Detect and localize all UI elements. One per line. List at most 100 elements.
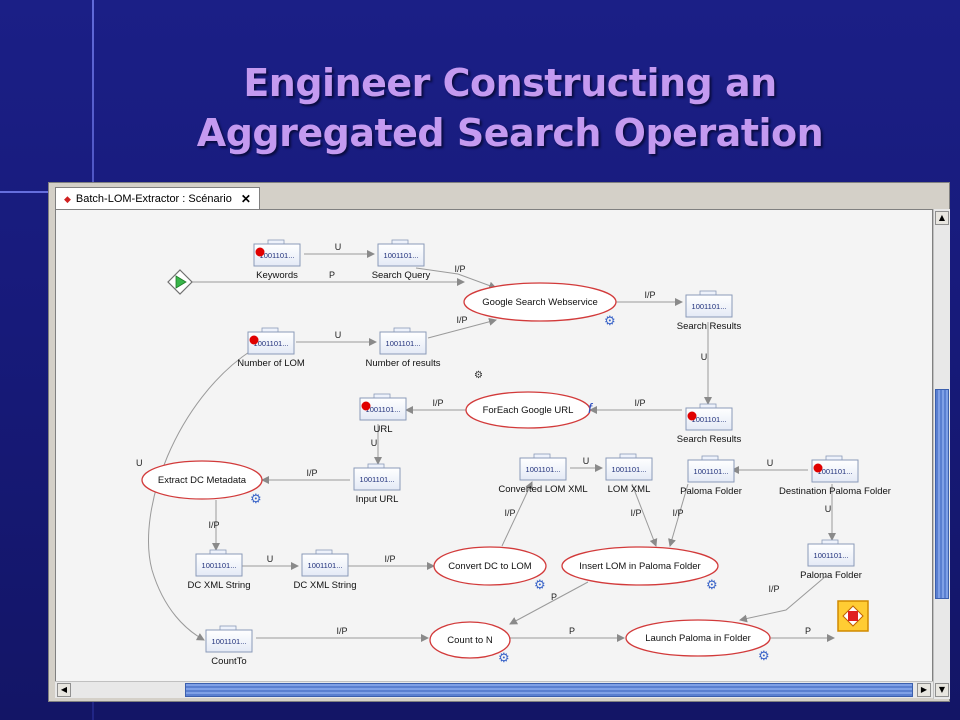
data-node-label: LOM XML	[608, 484, 651, 495]
operation-google-search-webservice[interactable]: Google Search Webservice ⚙	[463, 282, 617, 328]
edge	[739, 575, 827, 623]
data-node-dc-xml-string-2[interactable]: 1001101...DC XML String	[294, 549, 357, 591]
data-node-dc-xml-string-1[interactable]: 1001101... DC XML String	[188, 549, 251, 591]
data-node-lom-xml[interactable]: 1001101...LOM XML	[605, 453, 653, 495]
start-node[interactable]	[167, 269, 193, 295]
data-icon	[377, 243, 425, 267]
data-node-destination-paloma-folder[interactable]: 1001101...Destination Paloma Folder	[779, 455, 891, 497]
data-node-label: Destination Paloma Folder	[779, 486, 891, 497]
edge	[668, 483, 689, 547]
horizontal-scroll-thumb[interactable]	[185, 683, 913, 697]
operation-label: Insert LOM in Paloma Folder	[579, 561, 700, 572]
data-icon	[359, 397, 407, 421]
edge-label: P	[569, 626, 575, 636]
data-node-search-results-1[interactable]: 1001101... Search Results	[677, 290, 742, 332]
operation-launch-paloma-in-folder[interactable]: Launch Paloma in Folder⚙	[625, 619, 771, 663]
data-token: 1001101...	[202, 561, 237, 570]
data-node-search-results-2[interactable]: 1001101...Search Results	[677, 403, 742, 445]
edge-label: P	[329, 270, 335, 280]
data-icon	[301, 553, 349, 577]
edge-label: I/P	[768, 584, 779, 594]
edge-label: P	[551, 592, 557, 602]
edge-label: I/P	[306, 468, 317, 478]
operation-foreach-google-url[interactable]: ForEach Google URL	[465, 391, 591, 429]
data-node-paloma-folder-1[interactable]: 1001101... Paloma Folder	[680, 455, 742, 497]
gear-icon: ⚙	[498, 650, 510, 665]
scroll-down-arrow-icon[interactable]: ▼	[935, 683, 949, 697]
data-node-countto[interactable]: 1001101... CountTo	[205, 625, 253, 667]
edge-count-loop	[148, 349, 253, 641]
edge	[415, 267, 497, 290]
data-icon	[195, 553, 243, 577]
close-icon[interactable]: ✕	[240, 192, 251, 206]
vertical-scroll-thumb[interactable]	[935, 389, 949, 599]
operation-insert-lom-in-paloma-folder[interactable]: Insert LOM in Paloma Folder ⚙	[561, 546, 719, 592]
edge-label: U	[767, 458, 774, 468]
scroll-right-arrow-icon[interactable]: ▶	[917, 683, 931, 697]
data-node-label: Paloma Folder	[800, 570, 862, 581]
scroll-left-arrow-icon[interactable]: ◀	[57, 683, 71, 697]
play-icon	[175, 275, 187, 289]
gear-icon: ⚙	[758, 648, 770, 663]
loop-icon: ⚙	[474, 370, 483, 381]
data-node-label: DC XML String	[188, 580, 251, 591]
gear-icon: ⚙	[534, 577, 546, 592]
data-node-keywords[interactable]: 1001101...Keywords	[253, 239, 301, 281]
data-icon	[811, 459, 859, 483]
data-token: 1001101...	[694, 467, 729, 476]
data-node-search-query[interactable]: 1001101...Search Query	[372, 239, 431, 281]
tab-batch-lom-extractor[interactable]: ◆ Batch-LOM-Extractor : Scénario ✕	[55, 187, 260, 210]
edge-label: U	[335, 242, 342, 252]
data-icon	[247, 331, 295, 355]
edge	[509, 581, 589, 625]
data-node-paloma-folder-2[interactable]: 1001101...Paloma Folder	[800, 539, 862, 581]
data-icon	[253, 243, 301, 267]
operation-count-to-n[interactable]: Count to N⚙	[429, 621, 511, 665]
operation-label: Google Search Webservice	[482, 297, 597, 308]
scroll-up-arrow-icon[interactable]: ▲	[935, 211, 949, 225]
data-token: 1001101...	[360, 475, 395, 484]
data-token: 1001101...	[526, 465, 561, 474]
slide-title-line-1: Engineer Constructing an	[243, 61, 777, 105]
data-icon	[687, 459, 735, 483]
data-node-label: Input URL	[356, 494, 399, 505]
edge-label: I/P	[630, 508, 641, 518]
data-node-label: Search Results	[677, 321, 742, 332]
diamond-icon: ◆	[64, 193, 71, 204]
vertical-scrollbar[interactable]: ▲ ▼	[933, 209, 950, 699]
data-token: 1001101...	[384, 251, 419, 260]
data-node-label: Paloma Folder	[680, 486, 742, 497]
data-token: 1001101...	[692, 302, 727, 311]
operation-convert-dc-to-lom[interactable]: Convert DC to LOM⚙	[433, 546, 547, 592]
gear-icon: ⚙	[706, 577, 718, 592]
data-node-label: CountTo	[211, 656, 246, 667]
data-node-url[interactable]: 1001101...URL	[359, 393, 407, 435]
data-node-converted-lom-xml[interactable]: 1001101... Converted LOM XML	[498, 453, 588, 495]
end-node[interactable]	[837, 600, 869, 632]
edge-label: I/P	[454, 264, 465, 274]
data-node-number-of-results[interactable]: 1001101...Number of results	[366, 327, 441, 369]
data-node-label: Converted LOM XML	[498, 484, 587, 495]
data-icon	[605, 457, 653, 481]
slide-title: Engineer Constructing an Aggregated Sear…	[100, 58, 920, 158]
stop-icon	[848, 611, 858, 621]
data-node-input-url[interactable]: 1001101... Input URL	[353, 463, 401, 505]
data-token: 1001101...	[212, 637, 247, 646]
data-node-label: Keywords	[256, 270, 298, 281]
horizontal-scrollbar[interactable]: ◀ ▶	[55, 681, 933, 698]
marker-dot	[249, 335, 259, 345]
edge-label: I/P	[672, 508, 683, 518]
data-icon	[379, 331, 427, 355]
data-node-number-of-lom[interactable]: 1001101...Number of LOM	[237, 327, 305, 369]
edge-label: I/P	[634, 398, 645, 408]
edge	[631, 483, 658, 547]
data-node-label: URL	[373, 424, 392, 435]
operation-extract-dc-metadata[interactable]: Extract DC Metadata⚙	[141, 460, 263, 506]
marker-dot	[361, 401, 371, 411]
gear-icon: ⚙	[250, 491, 262, 506]
gear-icon: ⚙	[604, 313, 616, 328]
